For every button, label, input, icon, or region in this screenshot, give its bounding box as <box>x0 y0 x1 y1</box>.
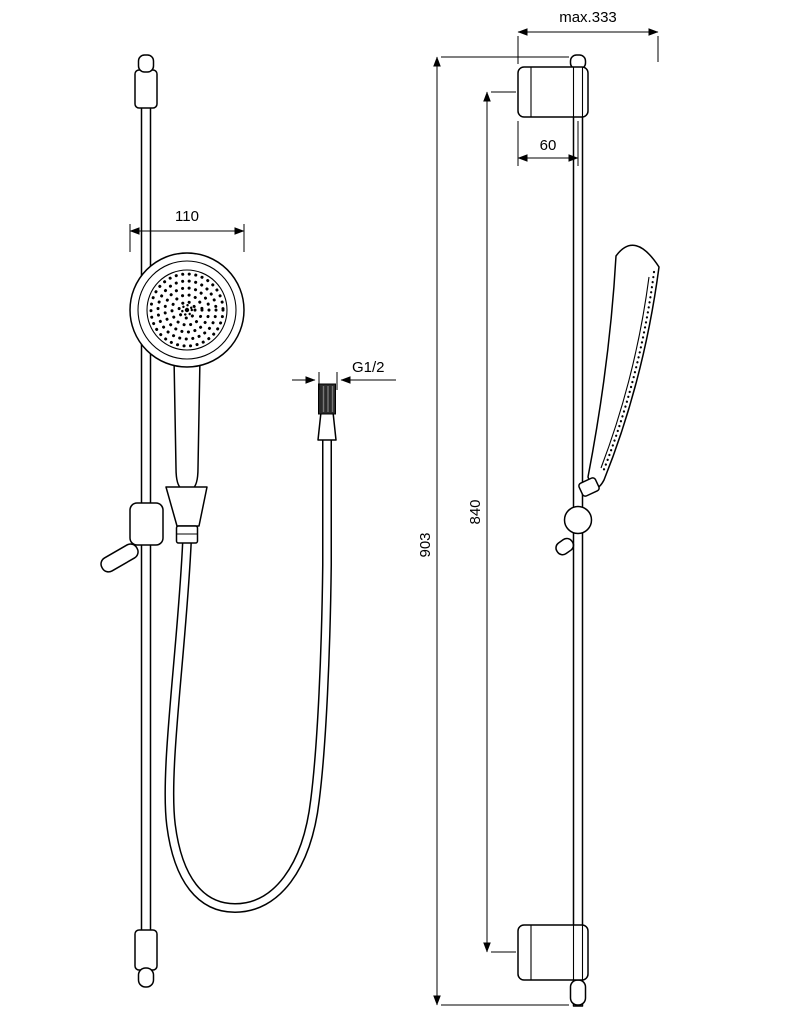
spray-dots-ring-1 <box>177 300 197 320</box>
slider-lever-side <box>555 537 575 556</box>
rail-bottom-cap-side <box>569 979 587 1006</box>
spray-dots-ring-2 <box>170 293 204 327</box>
side-view <box>517 54 660 1007</box>
dim-bracket-depth: 60 <box>517 121 579 166</box>
front-view <box>100 54 337 988</box>
rail-bottom-cap-front <box>137 967 155 988</box>
hose-cone <box>317 411 337 441</box>
dim-fixing-height: 840 <box>467 91 516 953</box>
spray-face-line-side <box>600 276 650 469</box>
rail-top-collar-front <box>134 69 158 109</box>
dim-hose-thread: G1/2 <box>292 359 396 390</box>
spray-dots-ring-4 <box>156 279 218 341</box>
rail-top-cap-front <box>137 54 155 73</box>
slider-lever-side-pill <box>555 537 575 556</box>
slider-knob-side <box>563 505 593 535</box>
spray-dots-ring-5 <box>149 272 225 348</box>
dim-max-depth: max.333 <box>517 9 659 64</box>
dimension-label: 903 <box>417 532 434 557</box>
handle-nut-side-body <box>578 477 600 497</box>
rail-bottom-collar-front <box>134 929 158 971</box>
dim-overall-height: 903 <box>417 56 569 1006</box>
handle-nut-side <box>578 477 600 497</box>
slider-lock-knob <box>100 543 139 573</box>
dimension-label: 60 <box>540 137 557 154</box>
dim-head-diameter: 110 <box>129 208 245 252</box>
dimension-label: G1/2 <box>352 359 385 376</box>
wall-bracket-top <box>517 66 589 118</box>
slider-clamp <box>129 502 164 546</box>
slider-lock-knob-pill <box>100 543 139 573</box>
hand-shower-side <box>587 244 660 489</box>
wall-bracket-bottom <box>517 924 589 981</box>
dimension-label: 110 <box>175 208 199 225</box>
spray-dots-ring-center <box>180 304 193 317</box>
hose-thread <box>318 383 336 415</box>
spray-center-dot <box>184 307 190 313</box>
dimension-label: max.333 <box>559 9 617 26</box>
shower-hose <box>165 438 331 912</box>
dimension-label: 840 <box>467 499 484 524</box>
handle-holder-cup <box>165 486 208 527</box>
spray-dots-side <box>601 270 656 474</box>
spray-dots-ring-3 <box>163 286 211 334</box>
